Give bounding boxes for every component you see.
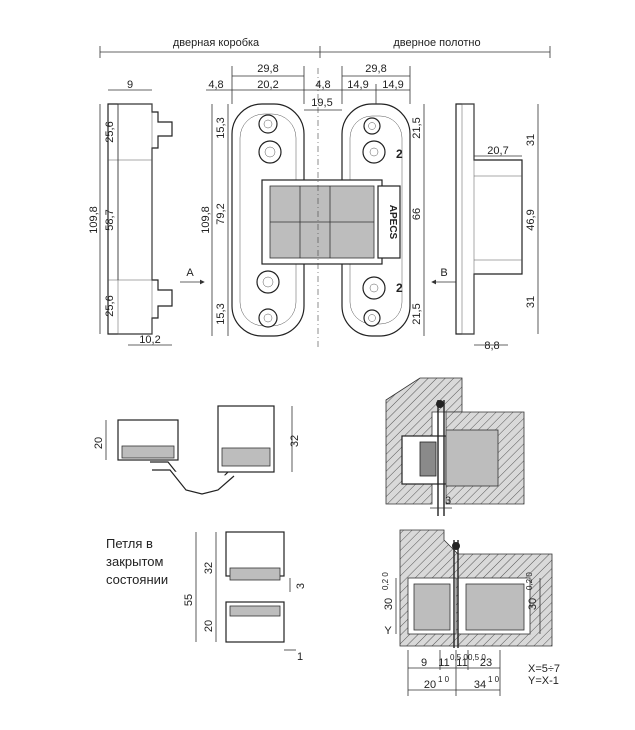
installation-section-top: 3 [385,377,525,516]
dim-34: 34 [474,679,486,691]
dim-109-8-front: 109,8 [200,206,212,234]
dim-14-9-right: 14,9 [382,79,403,91]
leaf-header: дверное полотно [393,37,480,49]
dim-14-9-left: 14,9 [347,79,368,91]
dim-32-open: 32 [289,435,301,447]
section-mark-b: B [440,267,447,279]
dim-1: 1 [297,651,303,663]
dim-11-left-tol: 0,5 0 [450,653,468,662]
dim-9-bottom: 9 [421,657,427,669]
dim-20-7: 20,7 [487,145,508,157]
leaf-badge-upper: 2 [396,147,403,161]
dim-55: 55 [183,594,195,606]
dim-9: 9 [127,79,133,91]
dim-30-left: 30 [383,598,395,610]
hinge-front-view: APECS 2 2 29,8 29,8 4,8 20,2 4,8 14,9 14… [180,63,456,350]
dim-15-3-top: 15,3 [215,117,227,138]
dim-21-5-bottom: 21,5 [411,303,423,324]
dim-8-8: 8,8 [484,340,499,352]
dim-4-8-right: 4,8 [315,79,330,91]
dim-20-2: 20,2 [257,79,278,91]
dim-46-9: 46,9 [525,209,537,230]
frame-header: дверная коробка [173,37,260,49]
dim-15-3-bottom: 15,3 [215,303,227,324]
dim-30-left-tol: 0,2 0 [381,572,390,590]
dim-29-8-frame: 29,8 [257,63,278,75]
dim-31-bottom: 31 [525,296,537,308]
dim-34-tol: 1 0 [488,675,500,684]
dim-31-top: 31 [525,134,537,146]
dim-32-closed: 32 [203,562,215,574]
dim-20-bottom-tol: 1 0 [438,675,450,684]
dim-20-bottom: 20 [424,679,436,691]
dim-30-right: 30 [527,598,539,610]
dim-30-right-tol: 0,2 0 [525,572,534,590]
dim-20-open: 20 [93,437,105,449]
dim-66: 66 [411,208,423,220]
leaf-side-view: 20,7 31 46,9 31 8,8 [455,103,539,352]
hinge-closed-view: Петля в закрытом состоянии 32 55 20 3 1 [106,531,307,663]
dim-y: Y [384,625,392,637]
dim-25-6-top: 25,6 [104,121,116,142]
dim-109-8-left: 109,8 [88,206,100,234]
dim-3-closed: 3 [295,583,307,589]
formula-x: X=5÷7 [528,663,560,675]
dim-29-8-leaf: 29,8 [365,63,386,75]
dim-11-left: 11 [438,657,449,669]
leaf-badge-lower: 2 [396,281,403,295]
caption-line-1: Петля в [106,536,153,551]
dim-21-5-top: 21,5 [411,117,423,138]
dim-79-2: 79,2 [215,203,227,224]
formula-y: Y=X-1 [528,675,559,687]
frame-side-view: 9 25,6 58,7 25,6 109,8 10,2 [88,79,173,346]
dim-4-8-left: 4,8 [208,79,223,91]
dim-11-right: 11 [456,657,467,669]
dim-23: 23 [480,657,492,669]
dim-11-right-tol: 0,5 0 [468,653,486,662]
section-mark-a: A [186,267,194,279]
dim-25-6-bottom: 25,6 [104,295,116,316]
dim-19-5: 19,5 [311,97,332,109]
caption-line-2: закрытом [106,554,163,569]
header-group: дверная коробка дверное полотно [99,37,551,58]
dim-10-2: 10,2 [139,334,160,346]
hinge-open-view: 20 32 [93,405,301,495]
dim-20-closed: 20 [203,620,215,632]
installation-section-bottom: 30 0,2 0 30 0,2 0 Y 9 11 0,5 0 11 0,5 0 … [381,529,560,696]
apecs-logo: APECS [387,205,398,240]
caption-line-3: состоянии [106,572,168,587]
dim-58-7: 58,7 [104,209,116,230]
dim-3-gap: 3 [445,495,451,507]
